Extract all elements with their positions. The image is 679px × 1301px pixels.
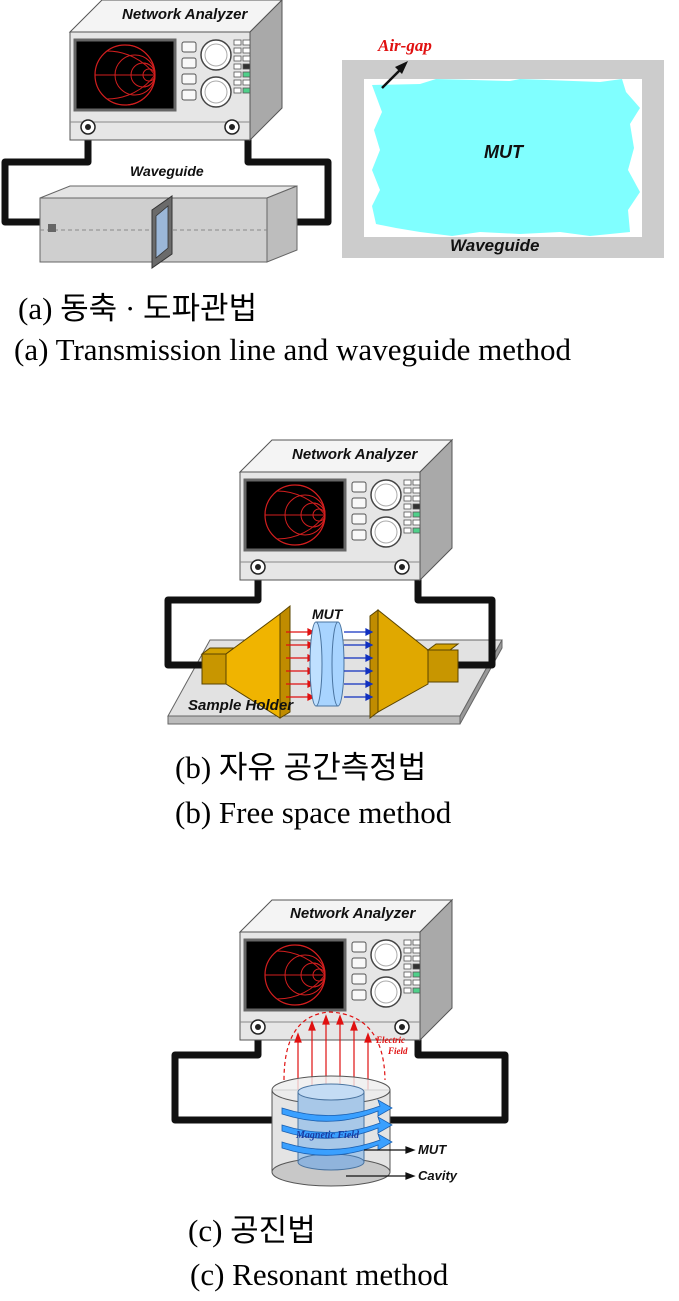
panel-c bbox=[171, 900, 509, 1187]
mut-cylinder-c bbox=[297, 1083, 365, 1171]
transmitted-wave-arrows bbox=[344, 628, 374, 701]
sample-holder-label: Sample Holder bbox=[188, 697, 294, 714]
electric-field-label-2: Field bbox=[388, 1046, 408, 1056]
cable-right bbox=[244, 127, 332, 226]
horn-antenna-right bbox=[369, 608, 460, 719]
waveguide-a bbox=[39, 185, 298, 269]
caption-a-korean: (a) 동축 · 도파관법 bbox=[18, 291, 258, 326]
analyzer-title-b: Network Analyzer bbox=[292, 446, 418, 463]
mut-shape-a bbox=[372, 79, 640, 236]
horn-antenna-left bbox=[200, 604, 291, 719]
caption-b-korean: (b) 자유 공간측정법 bbox=[175, 750, 427, 785]
electric-field-label-1: Electric bbox=[376, 1035, 405, 1045]
analyzer-title-a: Network Analyzer bbox=[122, 6, 248, 23]
magnetic-field-swirls bbox=[281, 1099, 393, 1156]
panel-b bbox=[164, 440, 503, 725]
cable-left bbox=[1, 127, 92, 226]
analyzer-title-c: Network Analyzer bbox=[290, 905, 416, 922]
caption-b-english: (b) Free space method bbox=[175, 795, 452, 830]
mut-label-a: MUT bbox=[484, 142, 523, 162]
caption-c-english: (c) Resonant method bbox=[190, 1257, 449, 1292]
waveguide-section-label: Waveguide bbox=[450, 236, 540, 255]
waveguide-cross-section bbox=[342, 60, 664, 258]
airgap-label: Air-gap bbox=[378, 36, 432, 55]
mut-label-b: MUT bbox=[312, 606, 343, 622]
label-pointers-c bbox=[346, 1146, 416, 1180]
magnetic-field-label: Magnetic Field bbox=[296, 1130, 360, 1141]
mut-disc-b bbox=[309, 621, 345, 707]
caption-c-korean: (c) 공진법 bbox=[188, 1213, 316, 1248]
waveguide-label-a: Waveguide bbox=[130, 163, 204, 179]
caption-a-english: (a) Transmission line and waveguide meth… bbox=[14, 332, 572, 367]
mut-label-c: MUT bbox=[418, 1142, 447, 1157]
cavity-label: Cavity bbox=[418, 1168, 458, 1183]
panel-a bbox=[1, 0, 664, 269]
